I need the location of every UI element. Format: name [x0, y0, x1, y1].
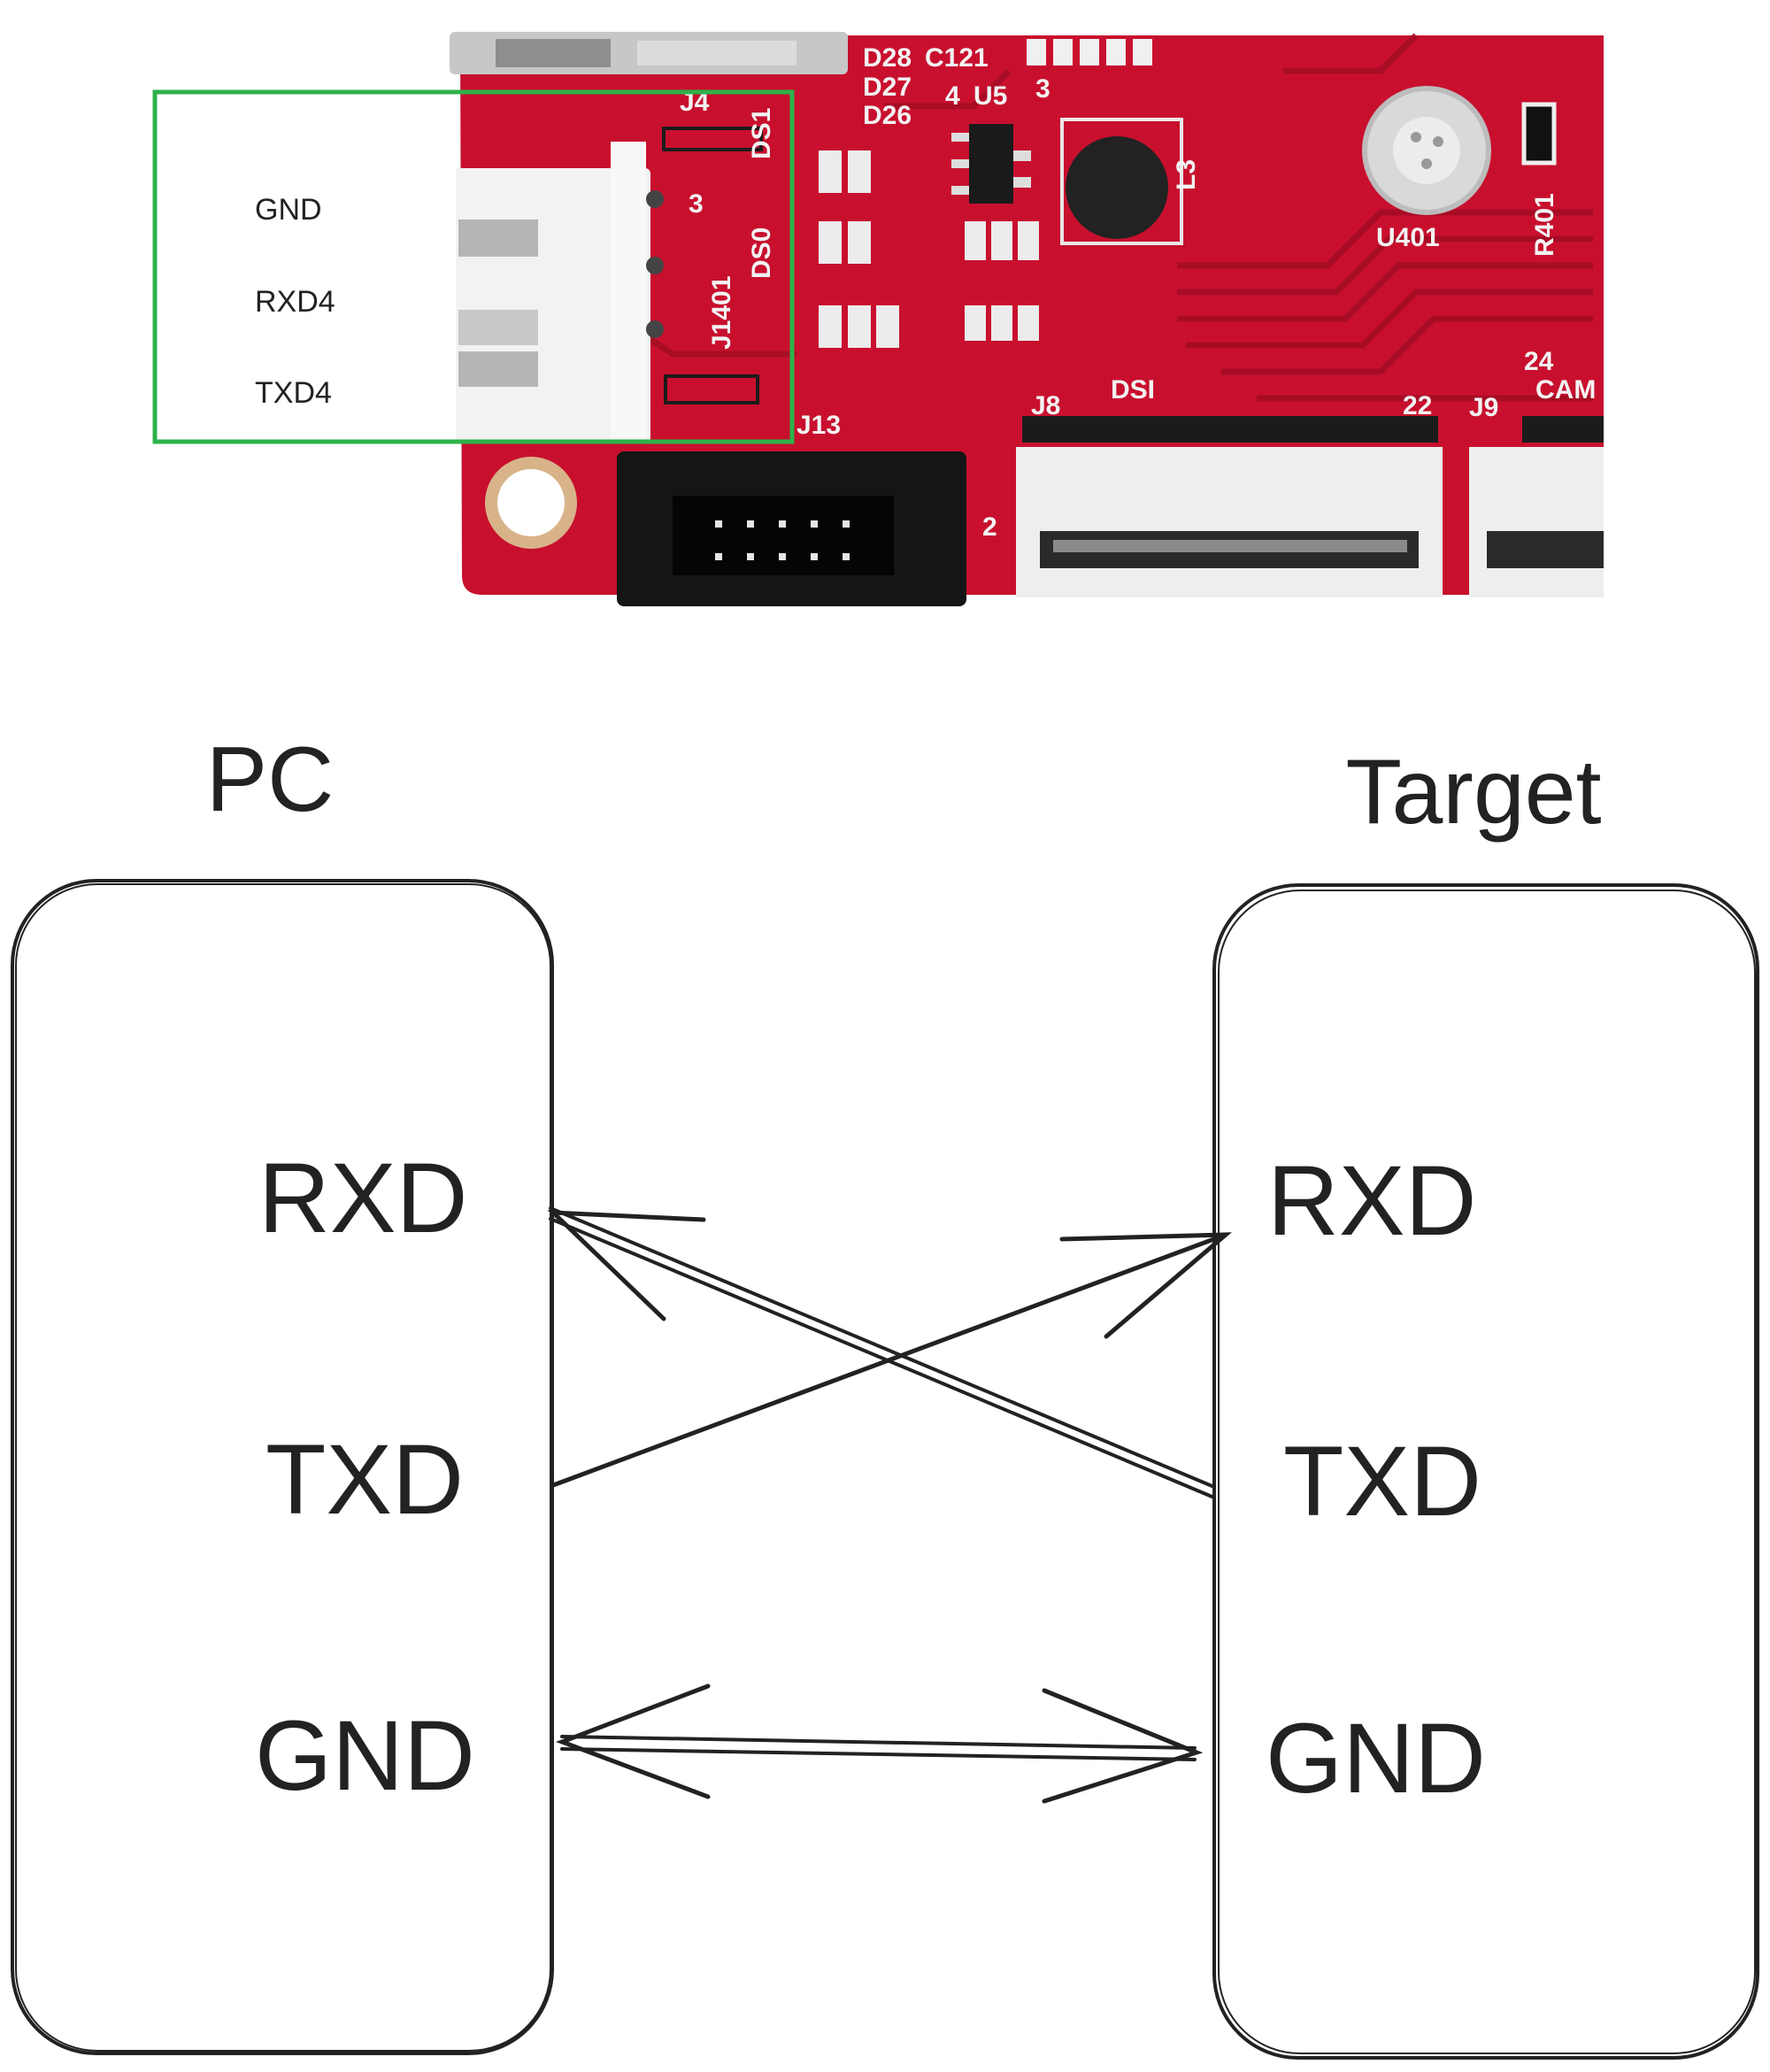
pc-title: PC [206, 728, 334, 831]
silk-cam: CAM [1535, 375, 1596, 404]
j1401-connector [425, 142, 664, 443]
arrowhead-target-rxd [1059, 1232, 1233, 1339]
r401-part [1521, 102, 1557, 166]
pcb-photo: J4 J1401 DS0 DS1 3 U5 4 3 D26 D27 D28 C1… [152, 32, 1604, 606]
l3-outline [1060, 118, 1183, 245]
top-smd-row [1027, 39, 1152, 65]
silk-c121: C121 [925, 43, 989, 73]
silk-n24: 24 [1524, 347, 1554, 376]
j13-pins [715, 520, 850, 560]
smd-components [819, 150, 1039, 348]
uart-highlight-box [152, 89, 795, 444]
j9-cam-connector [1469, 416, 1604, 597]
connector-label-rxd4: RXD4 [255, 285, 335, 319]
silk-u401: U401 [1376, 223, 1440, 252]
u5-chip [969, 124, 1013, 204]
pcb-traces [618, 33, 1593, 402]
pc-pin-gnd: GND [255, 1700, 475, 1811]
pc-pin-txd: TXD [266, 1424, 464, 1535]
silk-u5: U5 [974, 81, 1007, 111]
connector-label-gnd: GND [255, 193, 322, 227]
silk-j1401: J1401 [707, 276, 736, 350]
silk-d27: D27 [863, 73, 912, 102]
silk-j13: J13 [796, 411, 841, 440]
target-pin-rxd: RXD [1267, 1145, 1476, 1256]
silk-r401: R401 [1530, 193, 1559, 257]
silk-n4: 4 [945, 81, 960, 111]
pc-box [11, 879, 554, 2055]
silk-n3b: 3 [1035, 74, 1050, 104]
target-pin-txd: TXD [1283, 1426, 1481, 1537]
silk-d26: D26 [863, 101, 912, 130]
arrow-target-txd-to-pc-rxd [549, 1206, 1216, 1499]
target-pin-gnd: GND [1266, 1703, 1486, 1814]
j8-dsi-connector [1016, 416, 1443, 597]
l3-inductor [1066, 136, 1168, 239]
silk-n2: 2 [982, 512, 997, 542]
target-box [1212, 883, 1759, 2060]
arrowhead-pc-rxd [547, 1210, 706, 1321]
connector-label-txd4: TXD4 [255, 376, 332, 410]
silk-j9: J9 [1469, 393, 1498, 422]
arrow-gnd-bidirectional [560, 1735, 1197, 1761]
silk-n22: 22 [1403, 391, 1432, 420]
target-title: Target [1345, 741, 1601, 843]
wiring-diagram: PC Target RXD TXD GND RXD TXD GND [11, 728, 1759, 2060]
arrowhead-pc-gnd [555, 1683, 711, 1799]
arrowhead-target-gnd [1042, 1688, 1204, 1804]
left-white-area [155, 92, 456, 442]
pc-pin-rxd: RXD [258, 1143, 467, 1253]
silk-ds0: DS0 [747, 227, 776, 279]
silk-ds1: DS1 [747, 108, 776, 159]
silk-j8: J8 [1031, 391, 1060, 420]
silk-d28: D28 [863, 43, 912, 73]
silk-pin3: 3 [689, 189, 704, 219]
silk-l3: L3 [1172, 159, 1201, 190]
silk-dsi: DSI [1111, 375, 1155, 404]
